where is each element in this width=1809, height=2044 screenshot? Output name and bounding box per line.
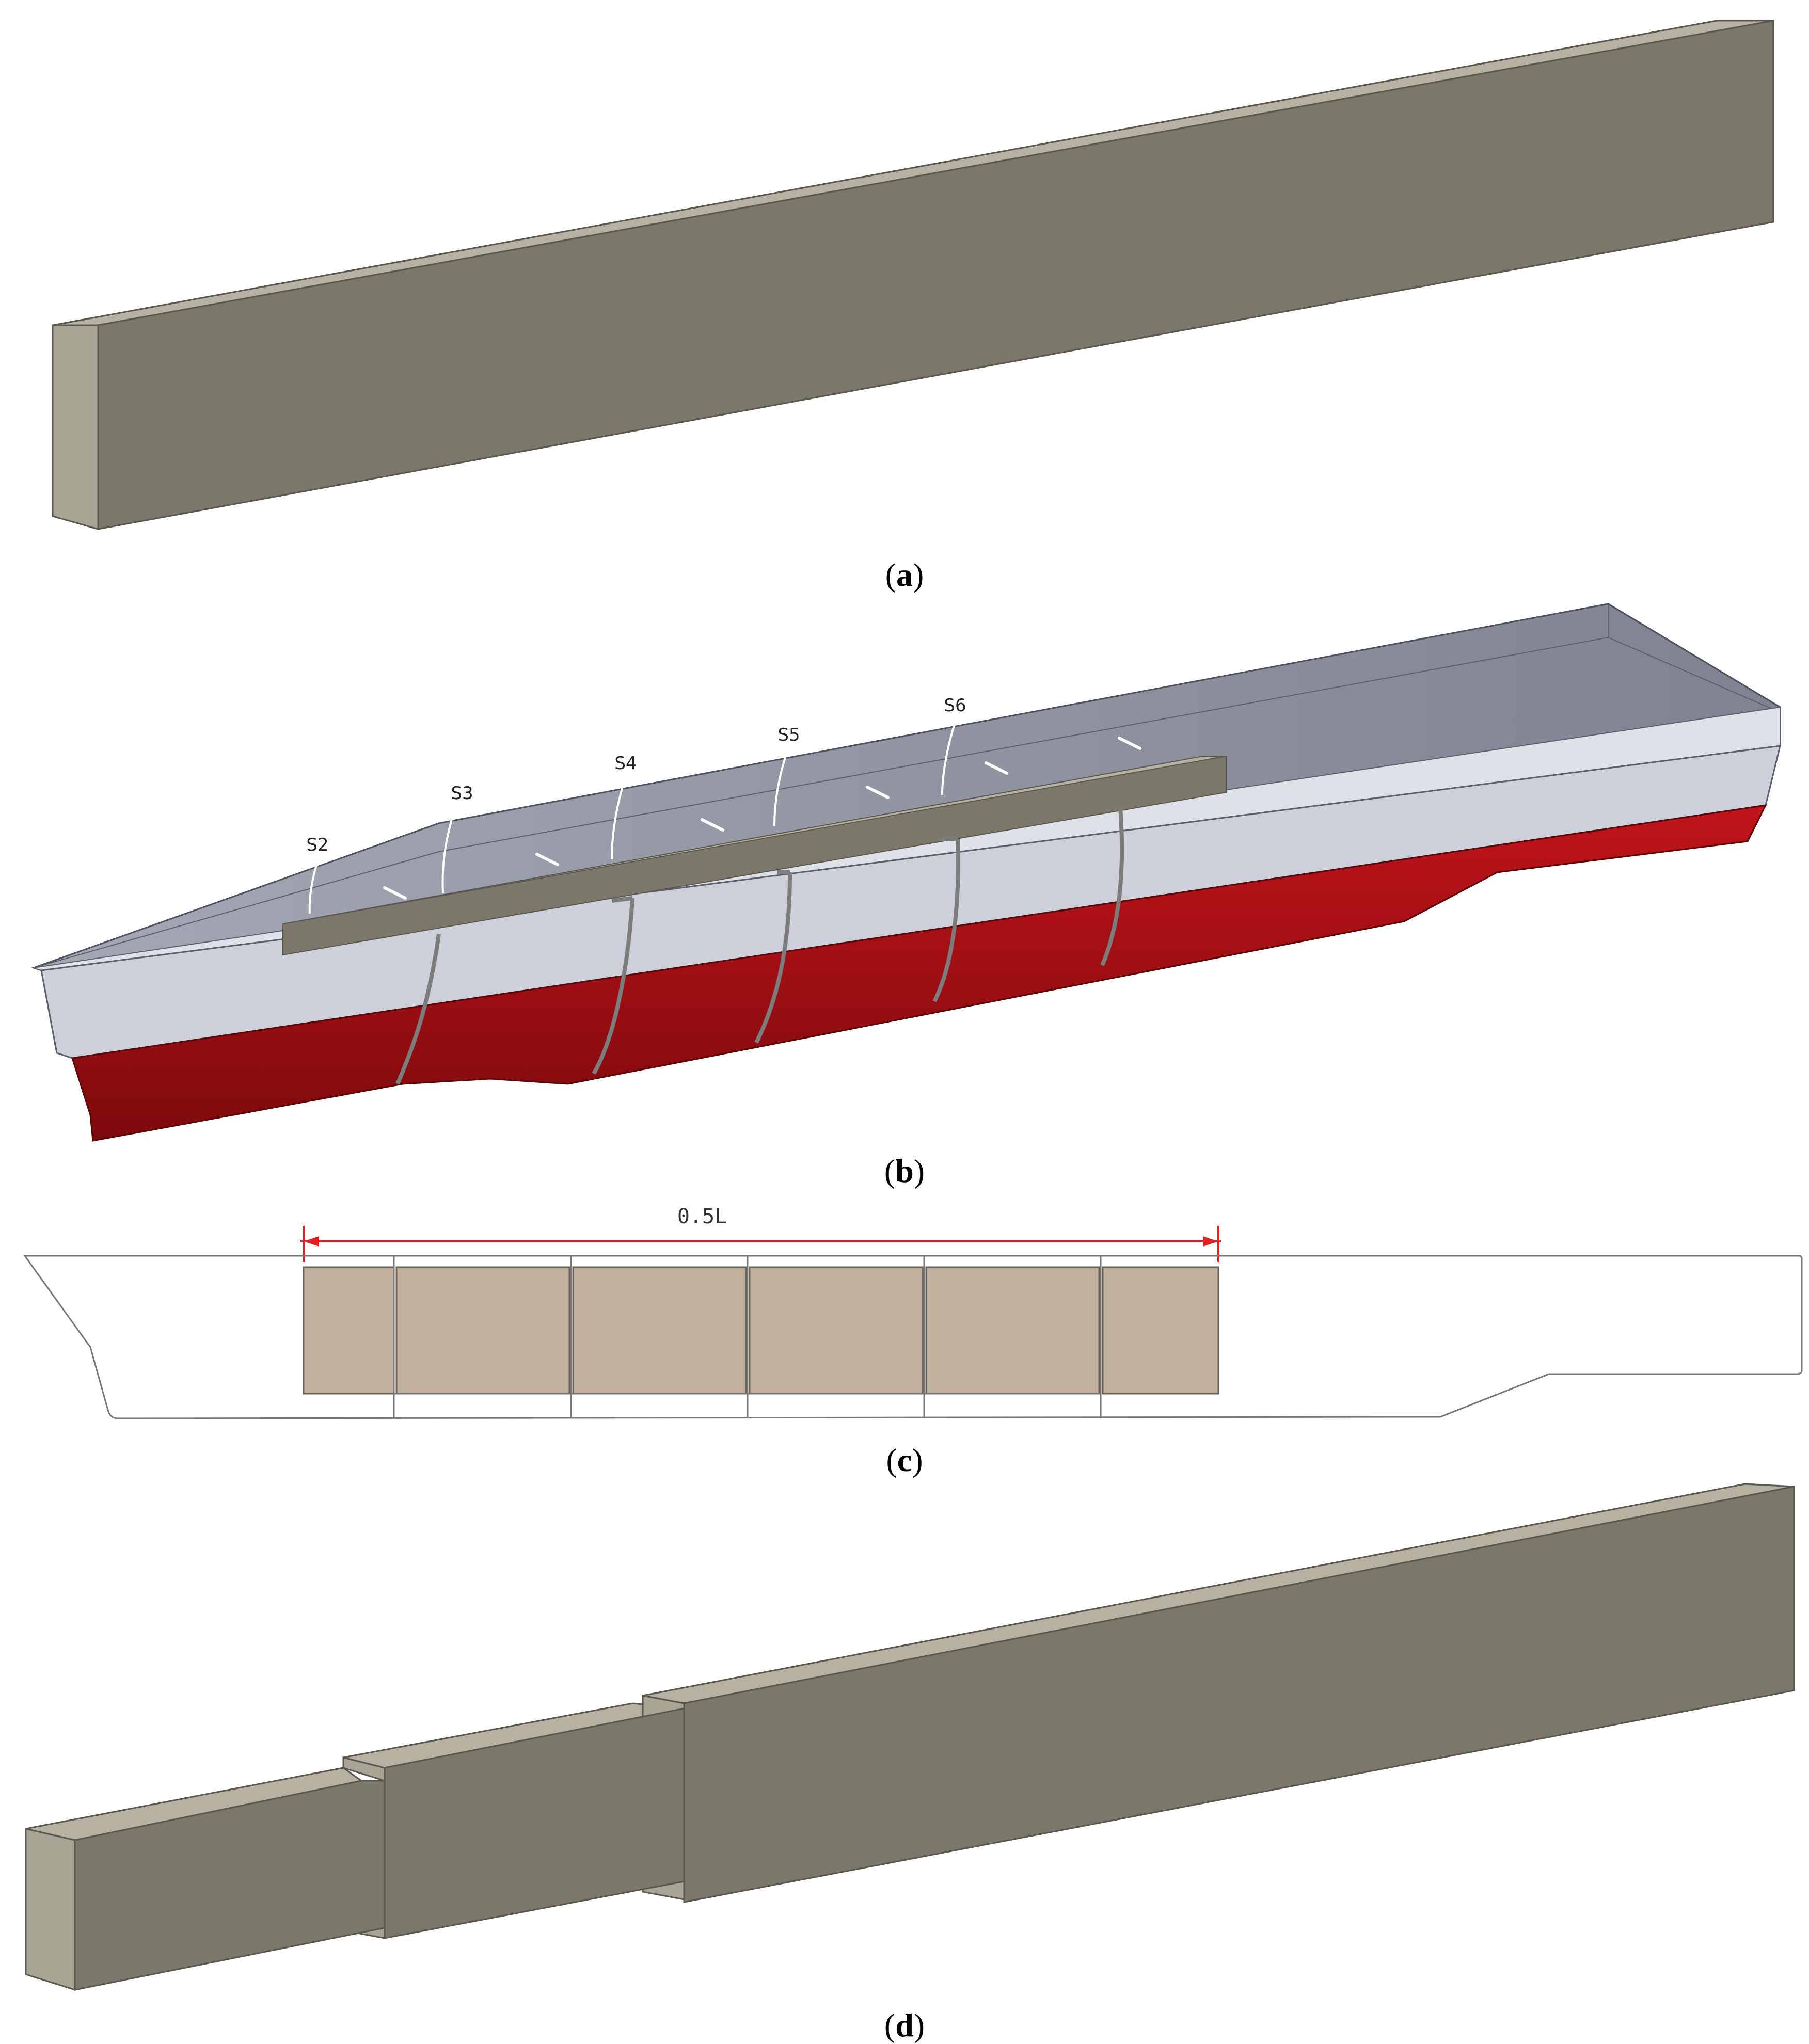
section-label-s5: S5 [777, 725, 800, 745]
frame-lines [393, 1256, 1102, 1418]
panel-a: (a) [52, 20, 1774, 593]
section-block-4 [749, 1266, 924, 1395]
beam-d-end-face [25, 1828, 76, 1991]
dimension-label: 0.5L [677, 1205, 727, 1228]
deck-beam-front [282, 755, 1227, 956]
section-cuts [395, 807, 1124, 1085]
hull-profile-outline [23, 1255, 1803, 1419]
section-block-6 [1102, 1266, 1219, 1395]
caption-c: (c) [886, 1442, 923, 1478]
section-label-s4: S4 [614, 753, 637, 774]
section-block-2 [395, 1266, 570, 1395]
hull-sheer-line [33, 636, 1781, 968]
beam-d-front-seg3 [683, 1486, 1795, 1903]
section-label-s2: S2 [306, 835, 328, 855]
hull-stern-edge [1608, 603, 1781, 708]
panel-b: S2 S3 S4 S5 S6 (b) [31, 603, 1781, 1189]
section-block-1 [303, 1266, 395, 1395]
section-block-5 [925, 1266, 1100, 1395]
section-label-s3: S3 [451, 783, 473, 804]
caption-d: (d) [884, 2007, 925, 2043]
box-beam-a [52, 20, 1774, 530]
hull-bottom-red [71, 804, 1767, 1142]
caption-b: (b) [884, 1153, 925, 1189]
beam-a-end-face [52, 324, 99, 530]
caption-a: (a) [885, 556, 924, 593]
ship-hull [31, 603, 1781, 1142]
panel-c: 0.5L (c) [23, 1205, 1803, 1478]
section-label-s6: S6 [944, 695, 966, 716]
section-blocks [303, 1266, 1219, 1395]
section-markers [308, 722, 956, 914]
deck-frames [383, 737, 1141, 900]
section-block-3 [572, 1266, 747, 1395]
stepped-beam-d [25, 1483, 1795, 1991]
panel-d: (d) [25, 1483, 1795, 2043]
